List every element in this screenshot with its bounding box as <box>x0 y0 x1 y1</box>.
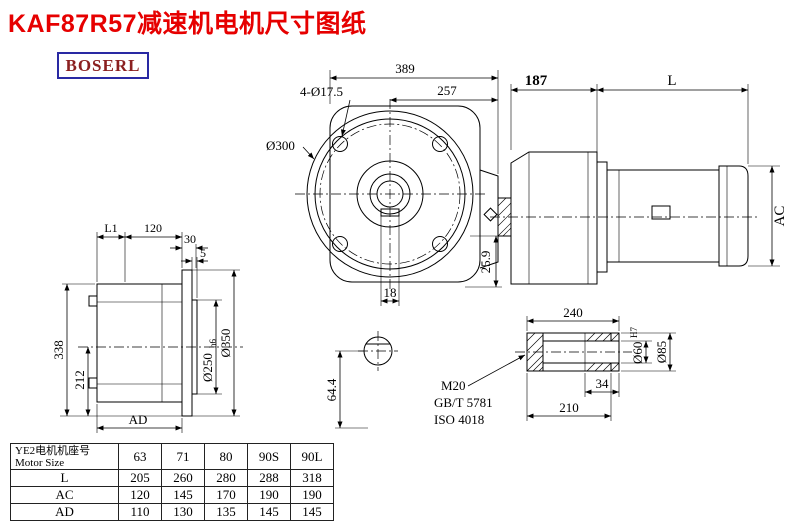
dim-spigot-tol: h6 <box>208 339 218 349</box>
shaft-detail-dimensions: 240 34 210 M20 GB/T 5781 ISO 4018 Ø60 H7 <box>434 305 676 427</box>
table-row-label: AC <box>10 486 119 504</box>
dim-gear-length: 187 <box>525 73 548 89</box>
dim-outer-dia: Ø85 <box>654 341 669 363</box>
table-cell: 190 <box>290 486 334 504</box>
dim-offset: 25.9 <box>478 251 493 274</box>
table-header-motor-size: YE2电机机座号 Motor Size <box>10 443 119 470</box>
table-col-header: 80 <box>204 443 248 470</box>
dim-ad: AD <box>129 412 148 427</box>
table-col-header: 90S <box>247 443 291 470</box>
boserl-logo: BOSERL <box>57 52 149 79</box>
dim-5: 5 <box>200 246 206 260</box>
table-header-en: Motor Size <box>15 456 65 469</box>
side-view-linework <box>490 151 758 285</box>
dim-shaft-210: 210 <box>559 400 579 415</box>
table-cell: 280 <box>204 469 248 487</box>
dim-front-width: 389 <box>395 61 415 76</box>
dim-shaft-34: 34 <box>596 376 610 391</box>
dim-key-height: 64.4 <box>324 378 339 401</box>
dim-120: 120 <box>144 221 162 235</box>
table-col-header: 71 <box>161 443 205 470</box>
shaft-detail-linework <box>515 332 632 372</box>
dim-l1: L1 <box>104 221 117 235</box>
table-cell: 318 <box>290 469 334 487</box>
label-thread: M20 <box>441 378 466 393</box>
dim-bolt-holes: 4-Ø17.5 <box>300 84 343 99</box>
dim-center-height: 212 <box>72 370 87 390</box>
left-view-dimensions: L1 120 30 5 338 212 AD <box>51 221 240 433</box>
table-cell: 145 <box>161 486 205 504</box>
label-standard-iso: ISO 4018 <box>434 412 484 427</box>
dim-spigot-dia: Ø250 <box>200 353 215 382</box>
table-header-row: YE2电机机座号 Motor Size 63 71 80 90S 90L <box>10 443 334 470</box>
shaft-end-view <box>358 331 398 371</box>
table-col-header: 63 <box>118 443 162 470</box>
dim-shaft-length: 240 <box>563 305 583 320</box>
dim-bore-dia: Ø60 <box>630 342 645 364</box>
table-header-cn: YE2电机机座号 <box>15 444 91 457</box>
side-view-dimensions: 187 L AC <box>510 73 788 267</box>
logo-text: BOSERL <box>65 55 141 75</box>
table-col-header: 90L <box>290 443 334 470</box>
table-cell: 110 <box>118 503 162 521</box>
motor-size-table: YE2电机机座号 Motor Size 63 71 80 90S 90L L 2… <box>10 443 334 521</box>
table-cell: 260 <box>161 469 205 487</box>
table-cell: 120 <box>118 486 162 504</box>
table-row: AC 120 145 170 190 190 <box>10 486 334 504</box>
dim-flange-dia: Ø300 <box>266 138 295 153</box>
dim-bore-tol: H7 <box>629 327 639 338</box>
table-cell: 145 <box>290 503 334 521</box>
table-cell: 135 <box>204 503 248 521</box>
dim-motor-dia: AC <box>772 206 788 227</box>
dim-height: 338 <box>51 340 66 360</box>
table-cell: 145 <box>247 503 291 521</box>
table-cell: 190 <box>247 486 291 504</box>
dim-key-width: 18 <box>384 285 397 300</box>
dim-motor-length: L <box>667 73 676 89</box>
dim-30: 30 <box>184 232 196 246</box>
table-row: AD 110 130 135 145 145 <box>10 503 334 521</box>
table-cell: 130 <box>161 503 205 521</box>
page-title: KAF87R57减速机电机尺寸图纸 <box>8 10 367 38</box>
table-row: L 205 260 280 288 318 <box>10 469 334 487</box>
label-standard-gb: GB/T 5781 <box>434 395 493 410</box>
table-cell: 170 <box>204 486 248 504</box>
table-cell: 205 <box>118 469 162 487</box>
dim-flange-od: Ø350 <box>218 329 233 358</box>
front-view-dimensions: 389 257 4-Ø17.5 Ø300 25.9 18 64.4 <box>266 61 502 429</box>
left-view-linework <box>78 269 243 417</box>
table-cell: 288 <box>247 469 291 487</box>
table-row-label: AD <box>10 503 119 521</box>
table-row-label: L <box>10 469 119 487</box>
dim-front-width-inner: 257 <box>437 83 457 98</box>
front-view-linework <box>295 99 499 289</box>
